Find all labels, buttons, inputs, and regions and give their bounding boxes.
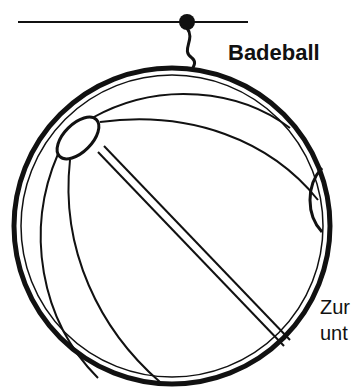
- panel-seam: [104, 146, 290, 340]
- object-name: Badeball: [228, 40, 320, 66]
- body-text-fragment: Zur: [320, 296, 350, 319]
- panel-seam: [68, 160, 160, 382]
- valve-cap: [50, 110, 107, 167]
- panel-seam: [92, 94, 290, 128]
- body-text-fragment: unt: [320, 322, 348, 345]
- panel-seam: [98, 152, 284, 346]
- hook-dot: [179, 14, 195, 30]
- bracket-fragment: [310, 168, 322, 232]
- ball-outline: [14, 68, 330, 384]
- ball-inner-rim: [21, 75, 323, 377]
- hanging-line: [18, 21, 248, 23]
